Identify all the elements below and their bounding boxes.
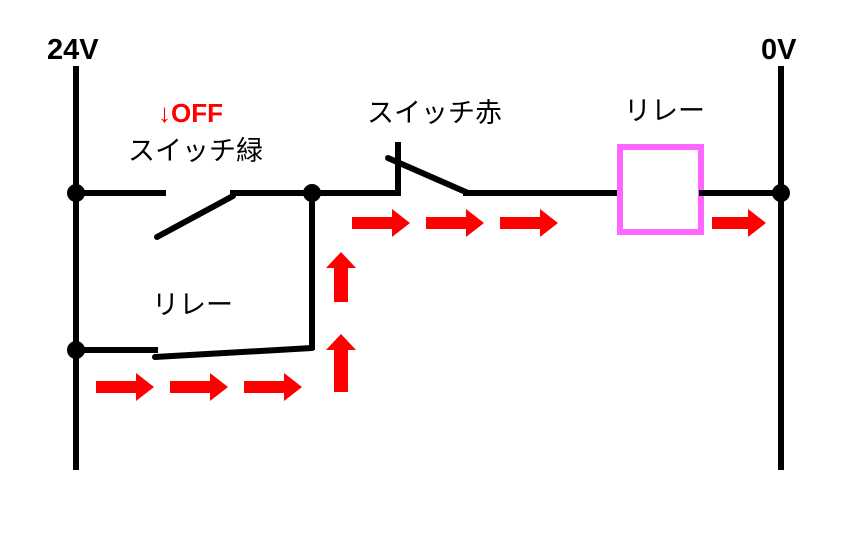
relay-coil-box (617, 144, 704, 235)
junction-dot-branch-top (303, 184, 321, 202)
switch-red-label: スイッチ赤 (367, 98, 502, 128)
flow-arrow-up-1 (326, 252, 356, 302)
relay-contact-label: リレー (152, 290, 233, 320)
relay-contact-blade (152, 345, 315, 360)
junction-dot-left-lower (67, 341, 85, 359)
junction-dot-left-upper (67, 184, 85, 202)
flow-arrow-lower-1 (96, 373, 154, 401)
flow-arrow-upper-3 (500, 209, 558, 237)
flow-arrow-upper-2 (426, 209, 484, 237)
switch-green-label: スイッチ緑 (128, 136, 263, 166)
switch-red-blade (385, 155, 471, 196)
flow-arrow-lower-2 (170, 373, 228, 401)
flow-arrow-after-coil (712, 209, 766, 237)
relay-coil-label: リレー (624, 96, 705, 126)
flow-arrow-up-2 (326, 334, 356, 392)
junction-dot-right-rail (772, 184, 790, 202)
switch-green-blade (154, 193, 236, 240)
rail-label-24v: 24V (47, 34, 99, 66)
flow-arrow-upper-1 (352, 209, 410, 237)
switch-green-state-label: ↓OFF (158, 98, 223, 128)
flow-arrow-lower-3 (244, 373, 302, 401)
rail-label-0v: 0V (761, 34, 797, 66)
